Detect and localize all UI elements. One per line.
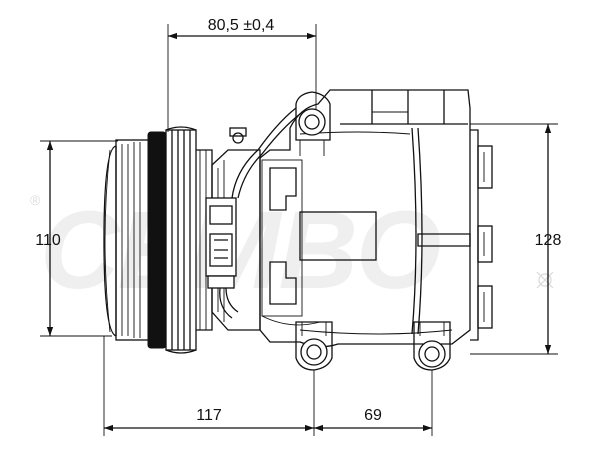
front-housing <box>205 107 301 331</box>
watermark-emblem-icon <box>536 271 554 289</box>
dimension-top-width: 80,5 ±0,4 <box>167 17 317 132</box>
mount-ear-bottom-right <box>413 321 451 371</box>
dimension-right-height-label: 128 <box>535 232 562 249</box>
dimension-bottom-right: 69 <box>314 370 433 436</box>
watermark-registered-mark: ® <box>30 192 41 208</box>
mount-hole-left-inner-icon <box>306 344 322 360</box>
mount-block-upper <box>269 167 297 211</box>
dimension-bottom-left-label: 117 <box>196 407 222 424</box>
mount-hole-top-inner-icon <box>304 114 320 130</box>
connector-wires <box>219 107 301 319</box>
mount-hole-right-inner-icon <box>424 346 440 362</box>
electrical-connector <box>205 197 237 289</box>
clutch-front-plate <box>103 145 117 337</box>
pulley-groove-dark <box>147 131 167 349</box>
mount-ear-bottom-left <box>295 321 333 371</box>
clutch-pulley <box>103 126 213 354</box>
mount-block-lower <box>269 261 297 305</box>
dimension-left-height-label: 110 <box>35 232 61 249</box>
label-panel <box>299 211 377 261</box>
watermark-logo-text: CEMBO <box>40 189 440 312</box>
side-rib <box>417 233 471 247</box>
dimension-right-height: 128 <box>470 123 562 355</box>
dimension-top-width-label: 80,5 ±0,4 <box>208 17 275 34</box>
pulley-belt-ribs <box>165 126 197 354</box>
rear-cover <box>470 129 493 341</box>
dimension-bottom-left: 117 <box>103 336 315 436</box>
mount-ear-top <box>295 91 331 156</box>
dimension-left-height: 110 <box>35 140 118 337</box>
watermark: CEMBO ® <box>30 189 554 312</box>
dimension-bottom-right-label: 69 <box>364 407 382 424</box>
